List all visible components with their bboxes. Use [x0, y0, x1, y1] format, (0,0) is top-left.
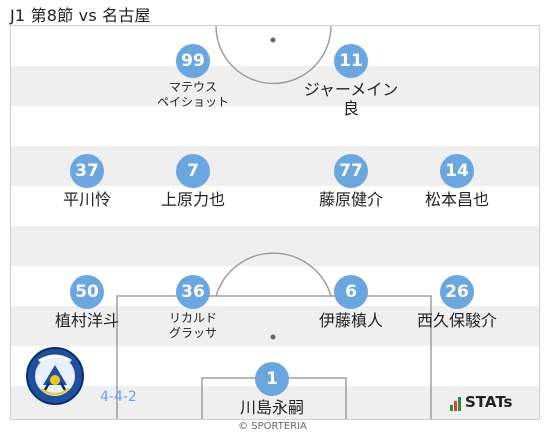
player-name: リカルド グラッサ: [168, 311, 217, 340]
player-number: 6: [334, 275, 368, 309]
player-card[interactable]: 7 上原力也: [128, 154, 258, 209]
player-name: 伊藤槙人: [318, 311, 383, 330]
pitch-stripe: [11, 66, 539, 106]
player-name: 上原力也: [160, 190, 225, 209]
player-card[interactable]: 50 植村洋斗: [22, 275, 152, 330]
player-card[interactable]: 14 松本昌也: [392, 154, 522, 209]
player-number: 77: [334, 154, 368, 188]
player-number: 7: [176, 154, 210, 188]
copyright: © SPORTERIA: [238, 421, 307, 432]
player-name: 平川怜: [62, 190, 111, 209]
player-number: 99: [176, 44, 210, 78]
player-name: 西久保駿介: [416, 311, 497, 330]
player-number: 14: [440, 154, 474, 188]
player-name: ジャーメイン 良: [303, 80, 399, 118]
player-card[interactable]: 11 ジャーメイン 良: [286, 44, 416, 118]
player-number: 36: [176, 275, 210, 309]
player-card[interactable]: 26 西久保駿介: [392, 275, 522, 330]
pitch: [10, 25, 540, 420]
pitch-stripe: [11, 306, 539, 346]
player-card[interactable]: 1 川島永嗣: [207, 362, 337, 417]
page-title: J1 第8節 vs 名古屋: [10, 6, 151, 25]
player-number: 37: [70, 154, 104, 188]
player-name: 松本昌也: [424, 190, 489, 209]
player-card[interactable]: 37 平川怜: [22, 154, 152, 209]
stats-logo: STATs: [450, 393, 512, 411]
player-card[interactable]: 6 伊藤槙人: [286, 275, 416, 330]
stats-bars-icon: [450, 397, 461, 411]
player-number: 26: [440, 275, 474, 309]
player-card[interactable]: 36 リカルド グラッサ: [128, 275, 258, 341]
player-name: 川島永嗣: [239, 398, 304, 417]
pitch-lines: [116, 26, 432, 419]
team-crest-icon: [26, 347, 84, 405]
player-name: 藤原健介: [318, 190, 383, 209]
player-name: 植村洋斗: [54, 311, 119, 330]
player-name: マテウス ペイショット: [156, 80, 229, 109]
player-number: 50: [70, 275, 104, 309]
player-number: 11: [334, 44, 368, 78]
player-card[interactable]: 77 藤原健介: [286, 154, 416, 209]
stats-logo-text: STATs: [465, 393, 513, 411]
player-card[interactable]: 99 マテウス ペイショット: [128, 44, 258, 110]
pitch-stripe: [11, 226, 539, 266]
player-number: 1: [255, 362, 289, 396]
formation-label: 4-4-2: [100, 389, 137, 405]
